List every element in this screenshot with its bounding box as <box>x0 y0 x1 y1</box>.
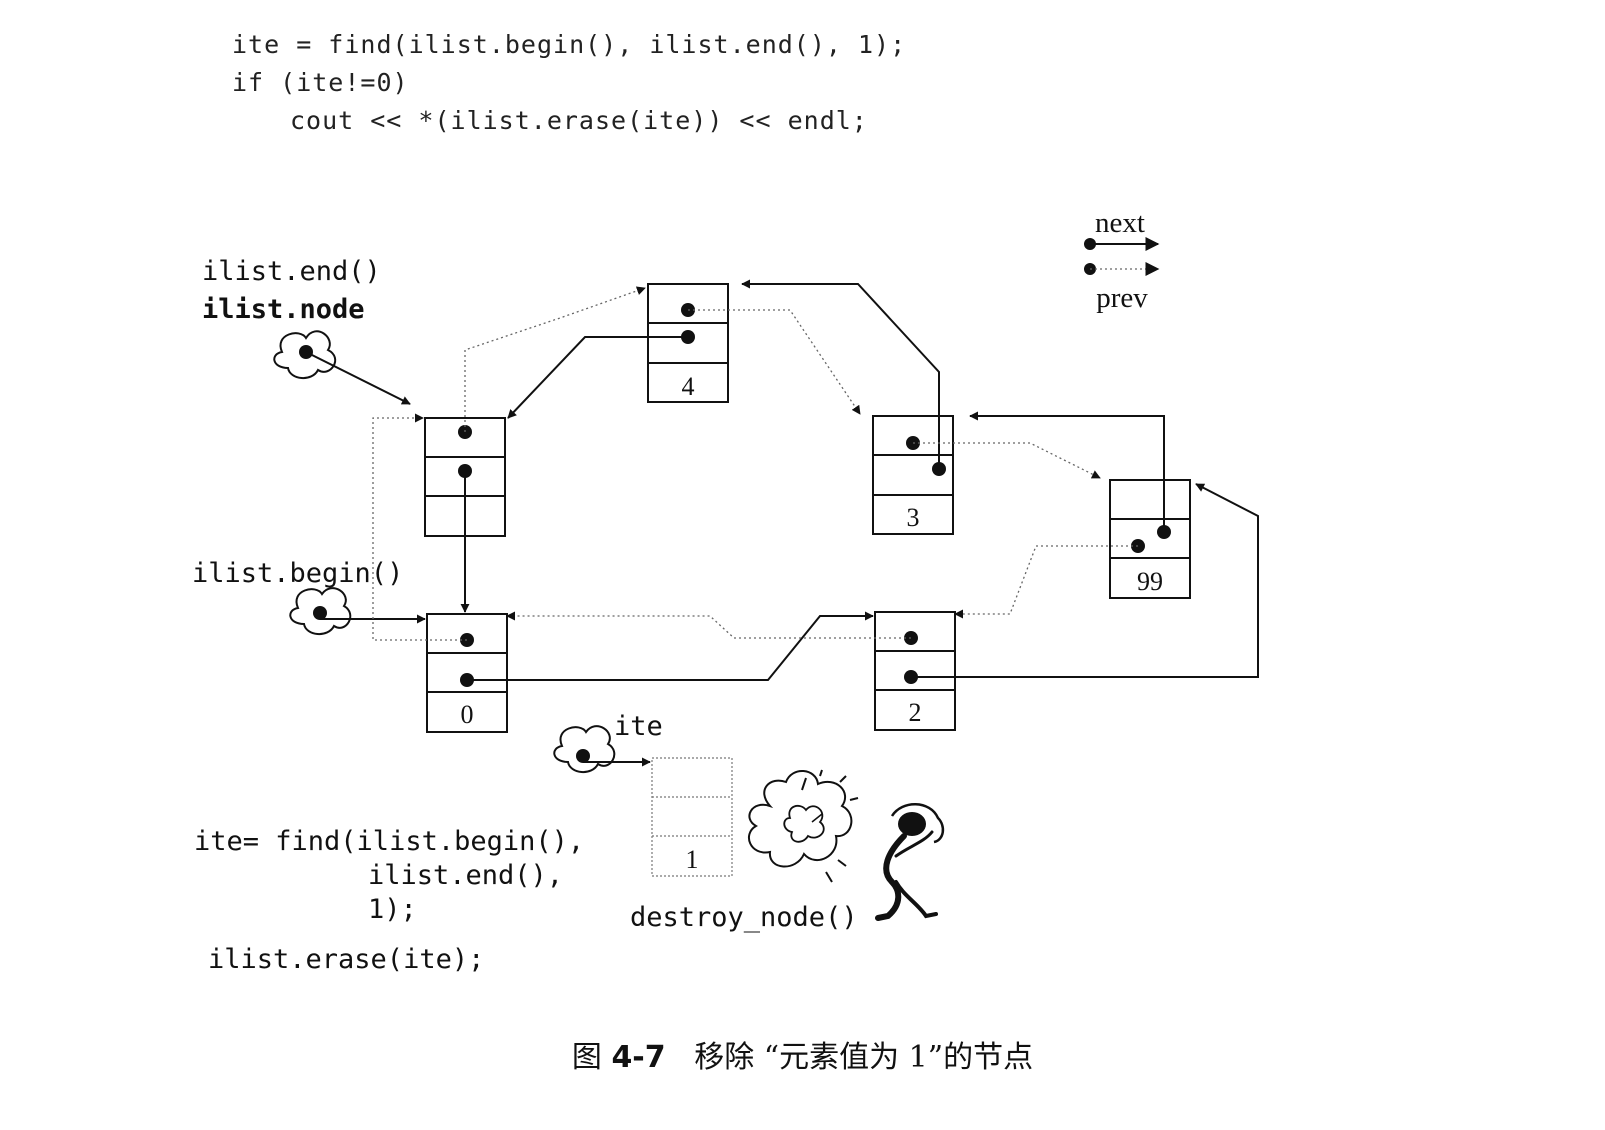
ite-label: ite <box>614 711 663 742</box>
prev-link-99-to-2 <box>954 545 1138 619</box>
erased-node-1: 1 <box>651 757 733 877</box>
bottom-code-line-3: 1); <box>368 894 417 925</box>
bottom-code-line-4: ilist.erase(ite); <box>208 944 484 975</box>
node-iterator-arrow <box>305 351 411 405</box>
caption-number: 4-7 <box>611 1040 666 1075</box>
next-link-0-to-2 <box>467 611 874 681</box>
explosion-icon <box>748 769 859 883</box>
prev-link-2-to-0 <box>506 611 911 639</box>
ite-iterator-cloud <box>553 725 616 773</box>
node-99-value: 99 <box>1137 567 1163 596</box>
next-link-3-to-4 <box>741 279 940 469</box>
next-link-99-to-3 <box>969 411 1165 532</box>
begin-label: ilist.begin() <box>192 558 403 589</box>
node-3: 3 <box>872 415 954 535</box>
legend: next prev <box>1084 207 1160 314</box>
legend-next-label: next <box>1095 207 1145 239</box>
node-label: ilist.node <box>202 294 365 325</box>
node-2-value: 2 <box>909 698 922 727</box>
code-line-1: ite = find(ilist.begin(), ilist.end(), 1… <box>232 30 907 59</box>
prev-link-3-to-99 <box>913 442 1101 479</box>
code-line-3: cout << *(ilist.erase(ite)) << endl; <box>290 106 868 135</box>
node-99-box <box>1109 479 1191 599</box>
erased-node-1-box <box>651 757 733 877</box>
begin-iterator-dot <box>313 606 327 620</box>
node-0-value: 0 <box>461 700 474 729</box>
node-0: 0 <box>426 613 508 733</box>
node-2-box <box>874 611 956 731</box>
prev-link-0-to-sentinel <box>372 413 467 641</box>
bottom-code-line-2: ilist.end(), <box>368 860 563 891</box>
person-icon <box>875 803 945 921</box>
destroy-node-label: destroy_node() <box>630 902 858 933</box>
bottom-code-line-1: ite= find(ilist.begin(), <box>194 826 584 857</box>
next-link-4-to-sentinel <box>507 336 688 419</box>
node-2: 2 <box>874 611 956 731</box>
prev-link-4-to-3 <box>688 309 861 415</box>
node-3-value: 3 <box>907 503 920 532</box>
node-99: 99 <box>1109 479 1191 599</box>
caption-prefix: 图 <box>571 1040 602 1075</box>
prev-link-sentinel-to-4 <box>464 286 646 432</box>
node-4: 4 <box>647 283 729 403</box>
node-4-value: 4 <box>682 372 695 401</box>
legend-prev-label: prev <box>1096 282 1148 314</box>
caption-text: 移除 “元素值为 1”的节点 <box>694 1040 1034 1075</box>
next-link-2-to-99 <box>911 483 1259 678</box>
figure-caption: 图 4-7 移除 “元素值为 1”的节点 <box>0 1032 1605 1076</box>
ite-iterator-dot <box>576 749 590 763</box>
erased-node-1-value: 1 <box>686 845 699 874</box>
code-line-2: if (ite!=0) <box>232 68 409 97</box>
end-label: ilist.end() <box>202 256 381 287</box>
